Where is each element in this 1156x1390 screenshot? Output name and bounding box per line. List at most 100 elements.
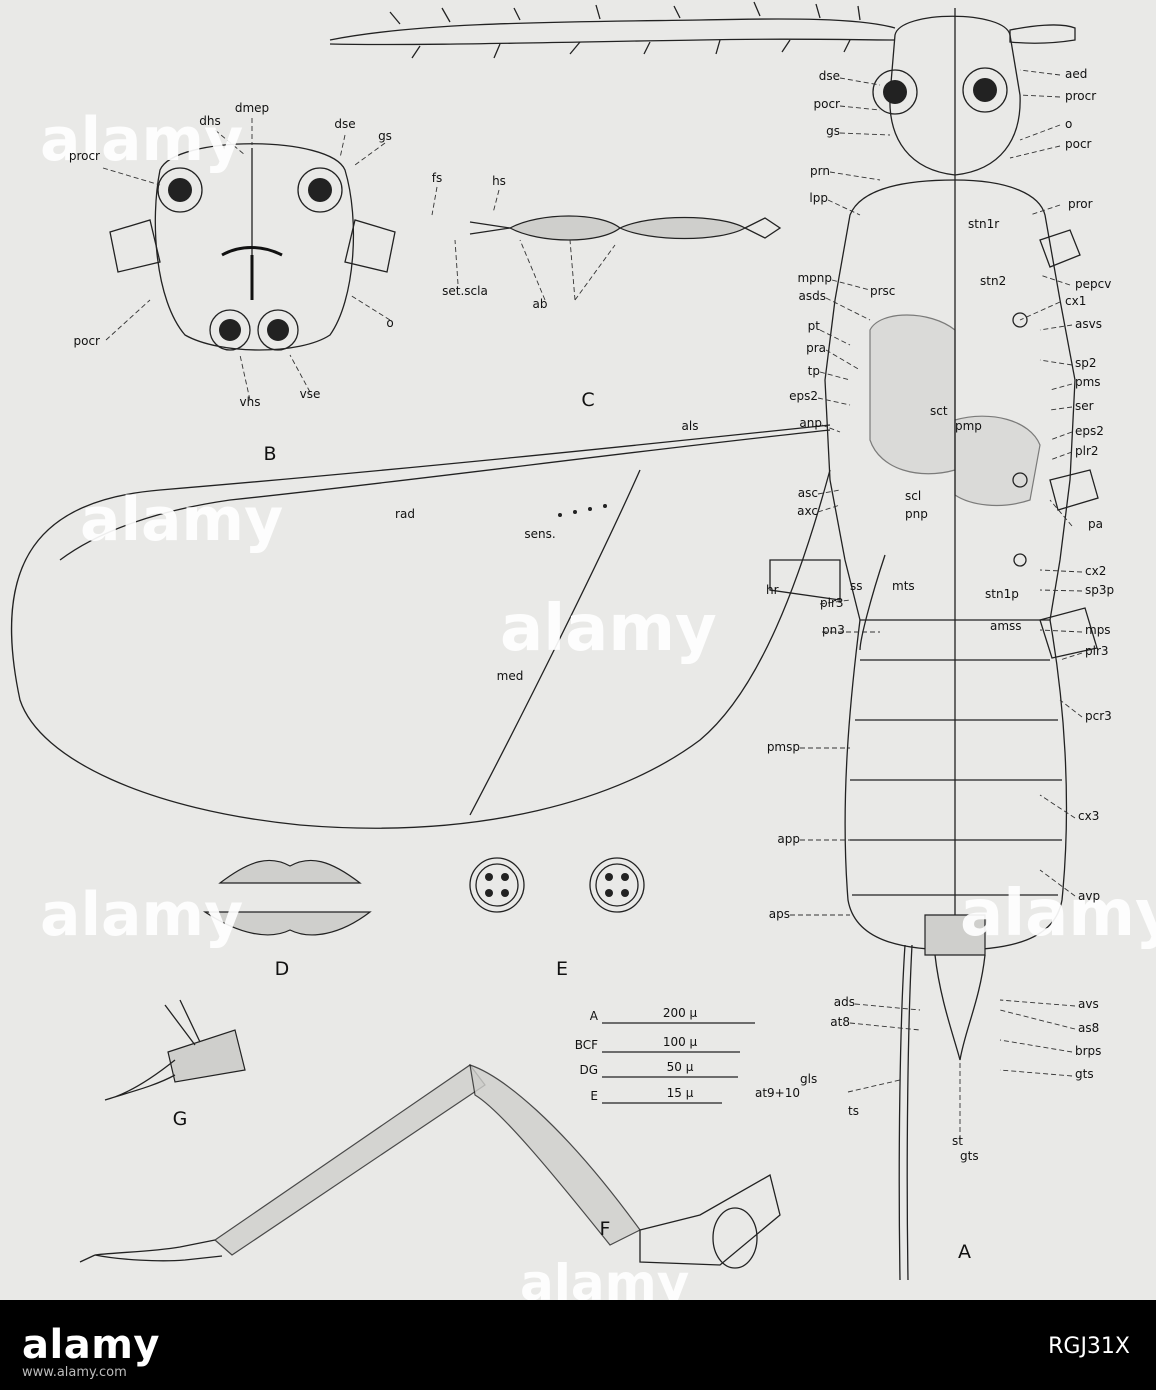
label-b-o: o [386,316,393,330]
label-prn: prn [810,164,830,178]
label-gts: gts [1075,1067,1094,1081]
label-ss: ss [850,579,863,593]
label-wing-rad: rad [395,507,415,521]
label-wing-med: med [497,669,524,683]
label-mpnp: mpnp [797,271,832,285]
label-lpp: lpp [809,191,828,205]
label-eps2: eps2 [1075,424,1104,438]
scale-bar-key: DG [579,1063,598,1077]
label-leader-lines [102,69,1083,1140]
scale-bar-value: 15 μ [667,1086,694,1100]
label-st: st [952,1134,963,1148]
figure-letter-c: C [581,389,594,411]
label-mps: mps [1085,623,1111,637]
label-anp: anp [799,416,822,430]
label-eps2: eps2 [789,389,818,403]
label-asvs: asvs [1075,317,1102,331]
label-gs: gs [826,124,840,138]
label-as8: as8 [1078,1021,1099,1035]
figure-letter-e: E [556,958,568,980]
label-amss: amss [990,619,1022,633]
label-ads: ads [834,995,855,1009]
label-hr: hr [766,583,779,597]
label-pocr: pocr [814,97,841,111]
label-avs: avs [1078,997,1099,1011]
watermark-text: alamy [40,880,243,950]
label-wing-als: als [682,419,699,433]
figure-f-leg [79,1064,781,1269]
label-aed: aed [1065,67,1087,81]
label-app: app [777,832,800,846]
label-b-dhs: dhs [199,114,220,128]
label-pra: pra [806,341,826,355]
label-b-dmep: dmep [235,101,269,115]
label-at8: at8 [830,1015,850,1029]
stock-url[interactable]: www.alamy.com [22,1365,127,1380]
figure-letter-b: B [263,443,276,465]
scale-bar-key: BCF [575,1038,598,1052]
label-ts: ts [848,1104,859,1118]
label-avp: avp [1078,889,1100,903]
label-cx1: cx1 [1065,294,1086,308]
figure-letter-a: A [958,1241,971,1263]
illustration-canvas: alamy alamy alamy alamy alamy alamy dsep… [10,1,1156,1312]
label-plr3: plr3 [820,596,844,610]
figure-letter-d: D [275,958,290,980]
label-asds: asds [799,289,826,303]
figure-letter-f: F [600,1218,611,1240]
label-prsc: prsc [870,284,895,298]
figure-c-antenna [469,215,782,241]
label-stn1r: stn1r [968,217,999,231]
label-b-procr: procr [69,149,100,163]
label-pcr3: pcr3 [1085,709,1112,723]
antenna-drawing [329,1,1076,59]
label-cx3: cx3 [1078,809,1099,823]
label-pms: pms [1075,375,1101,389]
stock-logo[interactable]: alamy [22,1322,160,1368]
label-pa: pa [1088,517,1103,531]
label-pmsp: pmsp [767,740,800,754]
label-pmp: pmp [955,419,982,433]
label-sp2: sp2 [1075,356,1097,370]
label-plr2: plr2 [1075,444,1099,458]
label-procr: procr [1065,89,1096,103]
stock-footer-bar [0,1300,1156,1390]
figure-a-body [769,8,1099,1281]
label-wing-sens-: sens. [524,527,555,541]
forewing-drawing [10,424,831,829]
figure-letter-g: G [173,1108,188,1130]
label-cx2: cx2 [1085,564,1106,578]
watermark-text: alamy [80,485,283,555]
figure-g-claw [104,999,246,1101]
scale-bar-value: 100 μ [663,1035,698,1049]
scale-bar-value: 200 μ [663,1006,698,1020]
label-sct: sct [930,404,948,418]
label-pn3: pn3 [822,623,845,637]
label-b-vhs: vhs [240,395,261,409]
label-pt: pt [808,319,821,333]
label-ser: ser [1075,399,1094,413]
scale-bars [602,1022,755,1104]
watermark-text: alamy [520,1254,689,1300]
label-dse: dse [819,69,840,83]
abdomen-segment-lines [850,659,1062,896]
label-b-gs: gs [378,129,392,143]
watermark-text: alamy [40,105,243,175]
scale-bar-value: 50 μ [667,1060,694,1074]
figure-e-pores [469,857,645,913]
stock-image-id: RGJ31X [1048,1334,1130,1359]
label-scl: scl [905,489,921,503]
label-c-set-scla: set.scla [442,284,488,298]
label-b-dse: dse [334,117,355,131]
label-pror: pror [1068,197,1093,211]
label-at9-10: at9+10 [755,1086,800,1100]
label-plr3: plr3 [1085,644,1109,658]
label-pnp: pnp [905,507,928,521]
scale-bar-key: A [590,1009,599,1023]
label-c-ab: ab [533,297,548,311]
label-c-hs: hs [492,174,506,188]
label-mts: mts [892,579,915,593]
label-asc: asc [798,486,818,500]
label-tp: tp [808,364,820,378]
